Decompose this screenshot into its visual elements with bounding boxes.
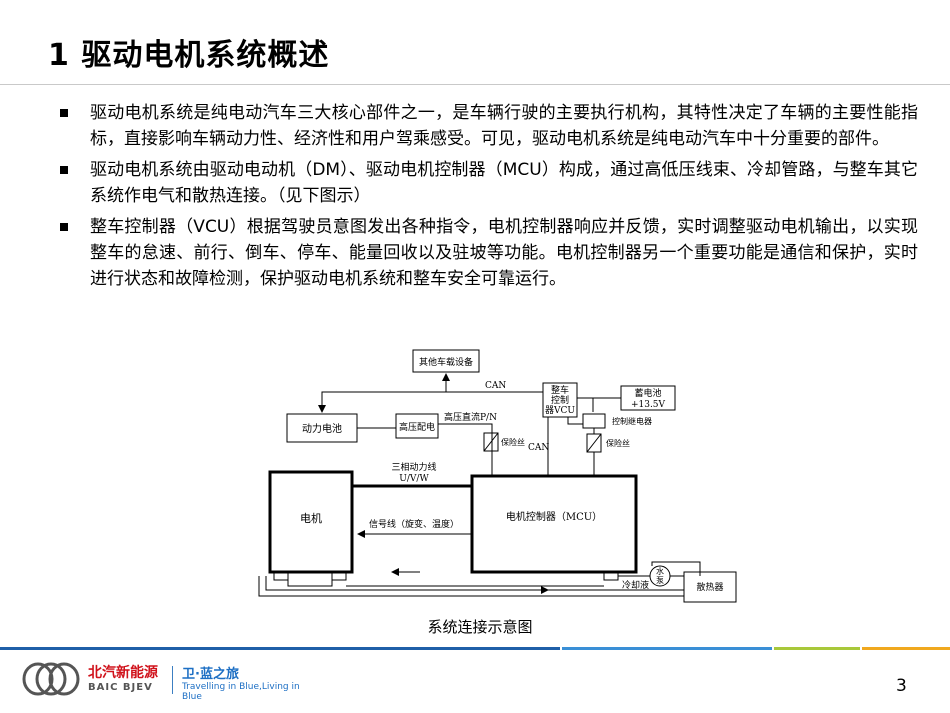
hv-dc-label: 高压直流P/N <box>444 411 497 423</box>
can-label-top: CAN <box>485 381 506 391</box>
vcu-label: 整车 <box>551 384 569 396</box>
bullet-square-icon <box>60 166 68 174</box>
bullet-item: 驱动电机系统由驱动电动机（DM）、驱动电机控制器（MCU）构成，通过高低压线束、… <box>58 157 918 209</box>
can-label-mid: CAN <box>528 443 549 453</box>
bullet-square-icon <box>60 109 68 117</box>
coolant-pipe-outer <box>258 576 684 597</box>
footer-bar-2 <box>562 647 772 650</box>
mcu-label: 电机控制器（MCU） <box>506 510 602 523</box>
slogan-cn: 卫·蓝之旅 <box>182 667 239 682</box>
bullet-text: 整车控制器（VCU）根据驾驶员意图发出各种指令，电机控制器响应并反馈，实时调整驱… <box>90 217 918 289</box>
bullet-list: 驱动电机系统是纯电动汽车三大核心部件之一，是车辆行驶的主要执行机构，其特性决定了… <box>58 100 918 297</box>
vcu-to-relay <box>567 417 583 425</box>
footer-bar-1 <box>0 647 560 650</box>
three-phase-label: U/V/W <box>399 474 429 484</box>
fuse-left-icon <box>483 432 499 452</box>
footer-bar-3 <box>774 647 860 650</box>
bullet-square-icon <box>60 223 68 231</box>
radiator-label: 散热器 <box>696 581 723 593</box>
hv-distribution-label: 高压配电 <box>399 421 435 433</box>
other-devices-box <box>412 349 480 373</box>
12v-battery-label: +13.5V <box>631 400 666 410</box>
vcu-box <box>542 382 578 418</box>
brand-name-cn: 北汽新能源 <box>88 665 158 681</box>
bjev-logo-icon <box>22 662 80 696</box>
motor-mount-left <box>273 571 289 581</box>
footer-separator <box>172 666 173 694</box>
pump-label: 泵 <box>656 576 664 585</box>
radiator-box <box>683 571 737 603</box>
can-line-battery <box>318 391 446 413</box>
three-phase-label: 三相动力线 <box>391 461 436 473</box>
vcu-label: 控制 <box>551 394 569 406</box>
other-devices-label: 其他车载设备 <box>419 356 473 368</box>
title-divider <box>0 84 950 85</box>
diagram-caption: 系统连接示意图 <box>427 618 533 636</box>
vcu-label: 器VCU <box>545 405 575 416</box>
coolant-label: 冷却液 <box>622 579 649 591</box>
bullet-text: 驱动电机系统是纯电动汽车三大核心部件之一，是车辆行驶的主要执行机构，其特性决定了… <box>90 103 918 149</box>
bullet-text: 驱动电机系统由驱动电动机（DM）、驱动电机控制器（MCU）构成，通过高低压线束、… <box>90 160 918 206</box>
12v-line <box>592 397 621 412</box>
page-title: 1 驱动电机系统概述 <box>48 38 330 73</box>
pump-feed <box>651 561 701 576</box>
bullet-item: 整车控制器（VCU）根据驾驶员意图发出各种指令，电机控制器响应并反馈，实时调整驱… <box>58 214 918 292</box>
motor-label: 电机 <box>300 511 322 525</box>
slogan-en: Travelling in Blue,Living in Blue <box>182 682 300 702</box>
signal-line-label: 信号线（旋变、温度） <box>369 518 459 530</box>
fuse-right-label: 保险丝 <box>606 438 630 448</box>
bullet-item: 驱动电机系统是纯电动汽车三大核心部件之一，是车辆行驶的主要执行机构，其特性决定了… <box>58 100 918 152</box>
hv-dc-line <box>438 423 493 476</box>
mcu-box <box>470 474 638 574</box>
footer-bar-4 <box>862 647 950 650</box>
footer-logo: 北汽新能源 BAIC BJEV 卫·蓝之旅 Travelling in Blue… <box>22 660 322 702</box>
motor-box <box>268 470 354 574</box>
fuse-left-label: 保险丝 <box>501 437 525 447</box>
control-relay-label: 控制继电器 <box>612 416 652 426</box>
page-number: 3 <box>896 676 907 696</box>
hv-distribution-box <box>395 413 439 439</box>
12v-battery-label: 蓄电池 <box>634 387 661 399</box>
control-relay-icon <box>582 413 606 429</box>
motor-mount-right <box>331 571 347 581</box>
coolant-pipe-inner <box>287 580 333 587</box>
brand-name-en: BAIC BJEV <box>88 682 153 693</box>
pump-label: 水 <box>656 566 664 576</box>
power-battery-label: 动力电池 <box>302 422 342 435</box>
